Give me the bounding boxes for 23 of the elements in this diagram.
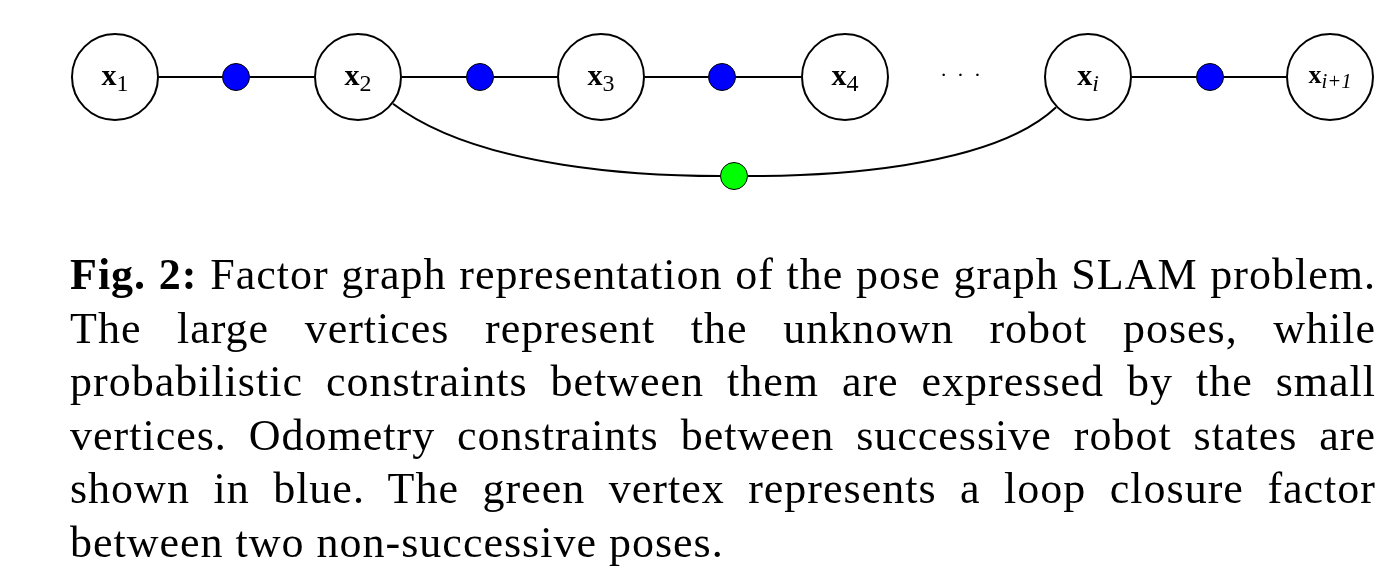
node-label: x$_{1}$ [101,59,129,95]
connector-line [644,76,709,78]
factor-node [466,63,494,91]
factor-node [720,162,748,190]
connector-line [735,76,802,78]
ellipsis-label: · · · [940,62,983,88]
node-label: x$_{i+1}$ [1308,62,1352,92]
factor-node [708,63,736,91]
factor-node [1196,63,1224,91]
node-label: x$_{2}$ [344,59,372,95]
connector-line [401,76,467,78]
node-label: x$_{i}$ [1077,59,1099,95]
connector-line [493,76,558,78]
connector-line [1131,76,1197,78]
connector-line [158,76,223,78]
connector-line [747,106,1058,177]
factor-node [222,63,250,91]
node-label: x$_{3}$ [587,59,615,95]
figure-caption: Fig. 2: Factor graph representation of the pose graph SLAM problem. The large vertices represent the unknown robot poses, while probabilistic constraints between them are expressed by the small vertices. Odometry constraints between successive robot states are shown in blue. The green vertex represents a loop closure factor between two non-successive poses. [70,249,1376,569]
connector-line [1223,76,1287,78]
connector-line [249,76,315,78]
node-label: x$_{4}$ [831,59,859,95]
connector-line [392,102,721,177]
